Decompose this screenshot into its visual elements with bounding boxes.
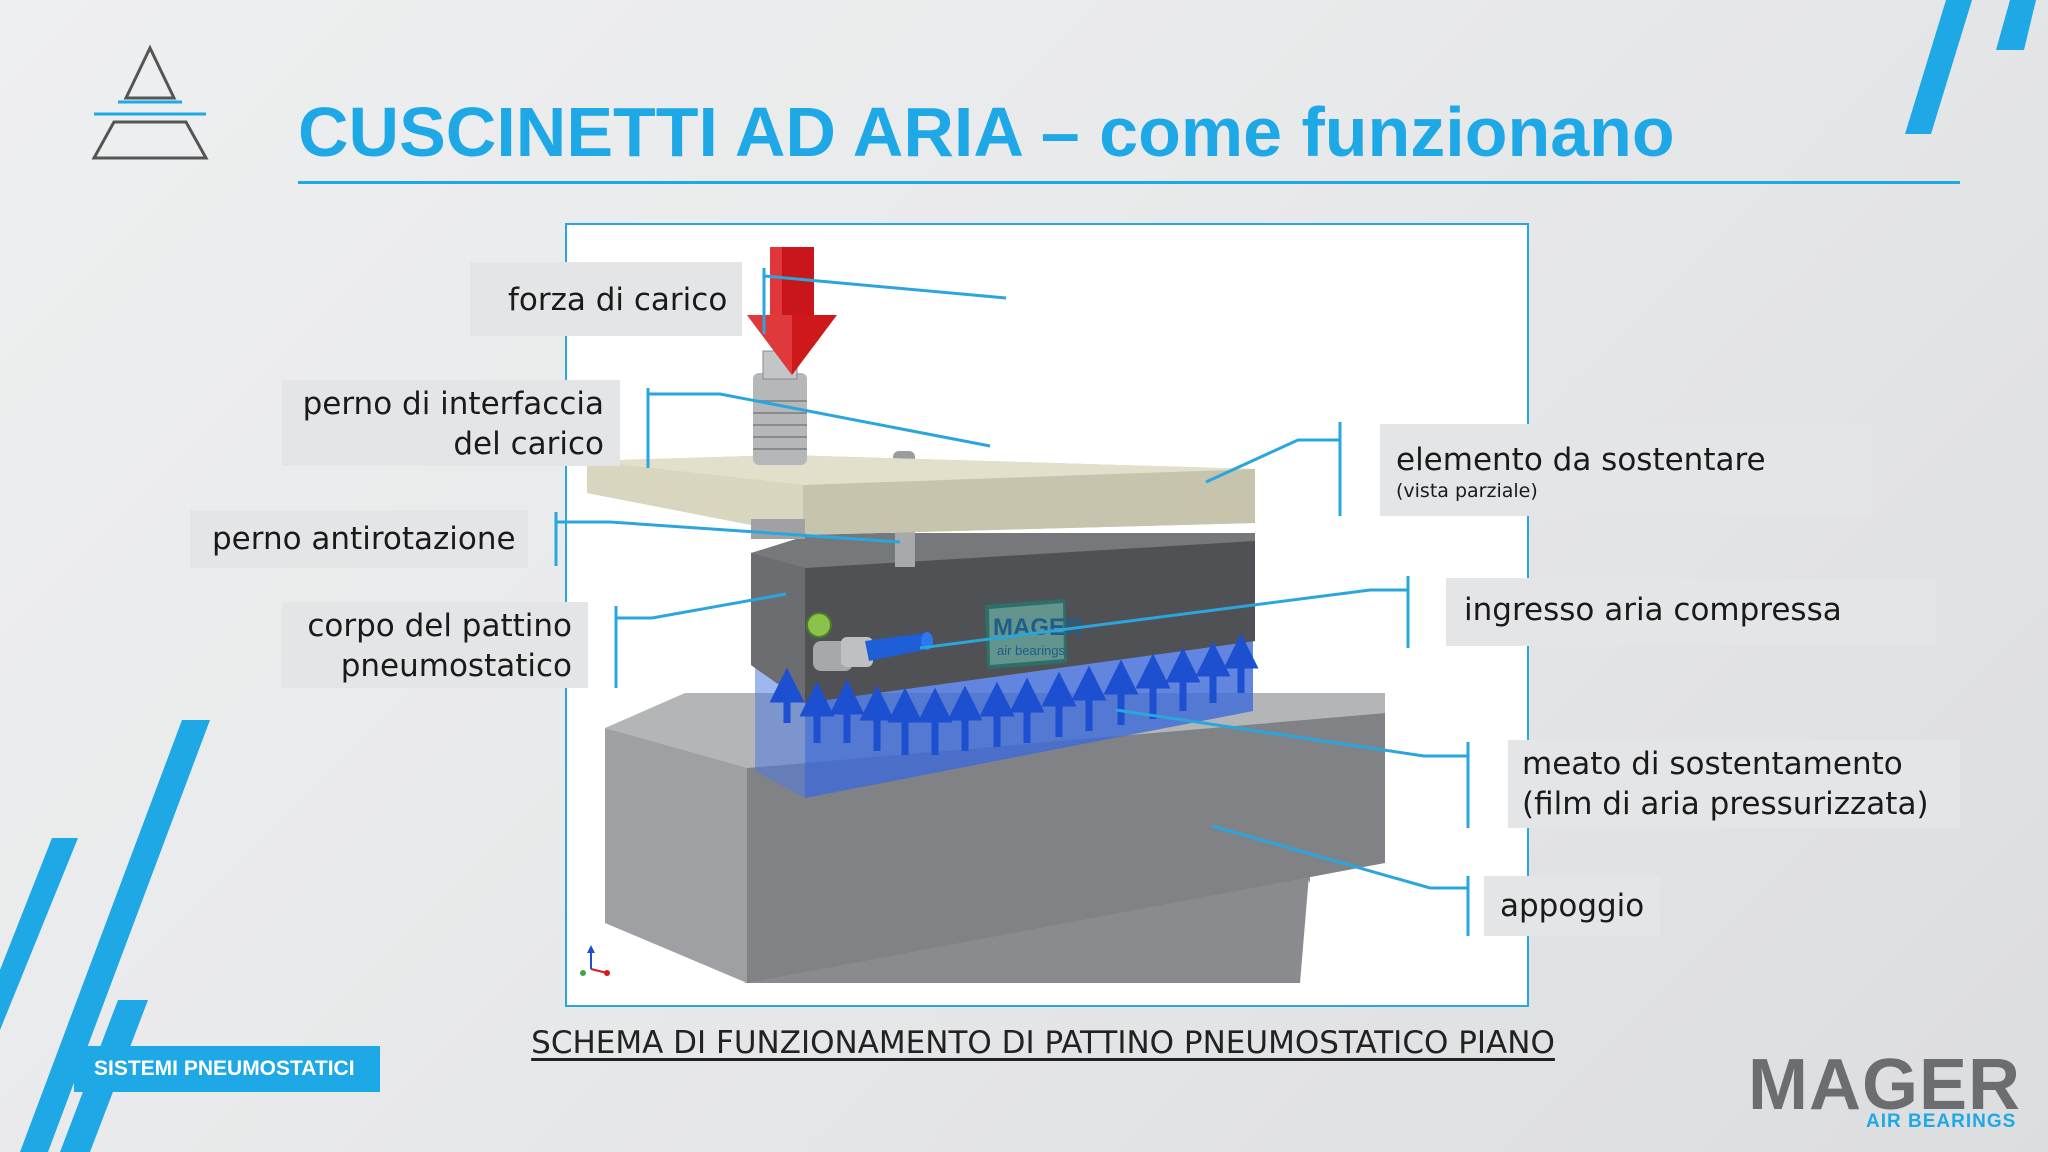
plate-sub: air bearings (997, 643, 1065, 658)
supported-plate (587, 455, 1255, 535)
logo-pyramid-icon (91, 44, 209, 160)
brand-subtitle: AIR BEARINGS (1866, 1111, 2017, 1132)
callout-load-force-label: forza di carico (508, 282, 728, 318)
callout-pad-body: corpo del pattino pneumostatico (282, 602, 588, 688)
callout-air-film-line1: meato di sostentamento (1522, 746, 1903, 782)
callout-load-pin-line1: perno di interfaccia (302, 386, 604, 422)
callout-pad-body-line1: corpo del pattino (307, 608, 572, 644)
callout-load-force: forza di carico (470, 262, 742, 336)
callout-base-label: appoggio (1500, 888, 1645, 924)
air-bearing-illustration: MAGER air bearings (580, 247, 1385, 983)
brand-name: MAGER (1748, 1045, 2021, 1125)
page-title: CUSCINETTI AD ARIA – come funzionano (298, 93, 1675, 171)
load-force-arrow (747, 247, 837, 375)
callout-supported-element-label: elemento da sostentare (1396, 442, 1766, 478)
axis-triad-icon (580, 945, 610, 976)
callout-air-film: meato di sostentamento (film di aria pre… (1508, 740, 1960, 828)
section-badge: SISTEMI PNEUMOSTATICI (74, 1046, 380, 1092)
title-divider (298, 181, 1960, 184)
callout-air-film-line2: (film di aria pressurizzata) (1522, 786, 1929, 822)
callout-anti-rotation-label: perno antirotazione (212, 521, 516, 557)
callout-supported-element-sub: (vista parziale) (1396, 480, 1538, 502)
callout-air-inlet: ingresso aria compressa (1446, 578, 1936, 646)
callout-anti-rotation: perno antirotazione (190, 510, 528, 568)
callout-load-pin-line2: del carico (453, 426, 604, 462)
load-interface-pin (751, 350, 807, 539)
callout-load-pin: perno di interfaccia del carico (282, 380, 620, 466)
callout-base: appoggio (1484, 876, 1660, 936)
air-arrows (769, 633, 1259, 755)
diagram-caption: SCHEMA DI FUNZIONAMENTO DI PATTINO PNEUM… (531, 1025, 1555, 1061)
callout-pad-body-line2: pneumostatico (340, 648, 572, 684)
callout-supported-element: elemento da sostentare (vista parziale) (1380, 424, 1872, 516)
callout-air-inlet-label: ingresso aria compressa (1464, 592, 1842, 628)
